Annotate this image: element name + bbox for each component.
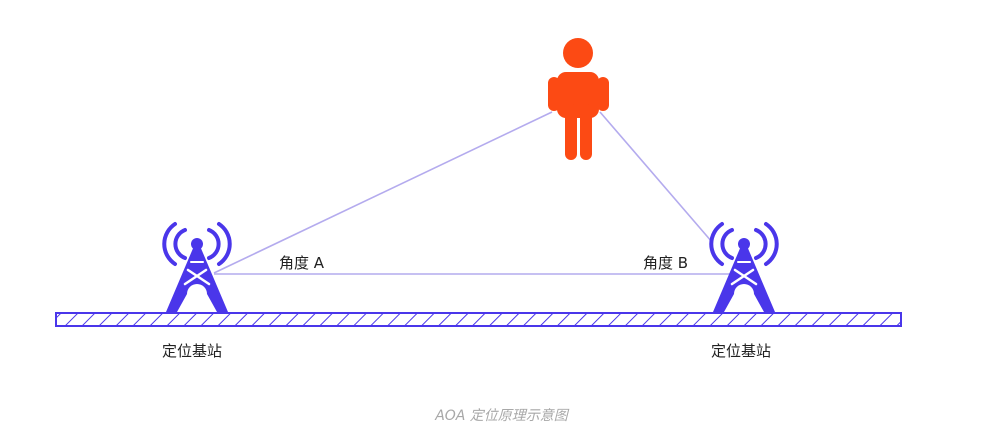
signal-lines [213, 111, 738, 275]
antenna-tower-icon [162, 222, 232, 312]
figure-caption: AOA 定位原理示意图 [435, 408, 568, 424]
station-left-label: 定位基站 [162, 342, 223, 360]
angle-a-label: 角度 A [279, 254, 325, 272]
person-icon [548, 38, 609, 160]
line-left-station-to-person [213, 111, 553, 274]
station-right-label: 定位基站 [711, 342, 772, 360]
angle-b-label: 角度 B [643, 254, 689, 272]
ground-bar [55, 312, 902, 327]
line-right-station-to-person [599, 111, 713, 243]
antenna-tower-icon [709, 222, 779, 312]
